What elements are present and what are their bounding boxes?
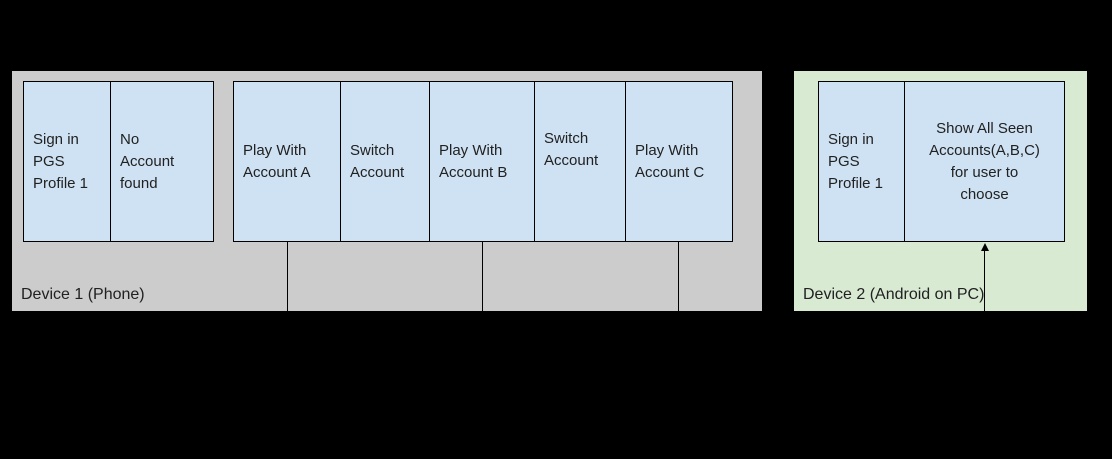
box-text: Play With Account C	[635, 141, 705, 181]
box-show-all-seen-accounts: Show All Seen Accounts(A,B,C) for user t…	[904, 81, 1065, 242]
device1-account-row: Play With Account A Switch Account Play …	[233, 81, 733, 242]
box-sign-in-pgs-profile-1: Sign in PGS Profile 1	[23, 81, 111, 242]
device1-label: Device 1 (Phone)	[21, 286, 145, 303]
box-text: Sign in PGS Profile 1	[33, 130, 89, 192]
device2-label: Device 2 (Android on PC)	[803, 286, 985, 303]
device2-flow-row: Sign in PGS Profile 1 Show All Seen Acco…	[818, 81, 1065, 242]
box-play-with-account-c: Play With Account C	[625, 81, 733, 242]
box-text: Switch Account	[350, 141, 405, 181]
box-text: Play With Account A	[243, 141, 311, 181]
box-no-account-found: No Account found	[110, 81, 214, 242]
box-text: Show All Seen Accounts(A,B,C) for user t…	[929, 119, 1040, 203]
connector-line-account-b	[482, 242, 483, 311]
box-switch-account-2: Switch Account	[534, 81, 626, 242]
box-text: Sign in PGS Profile 1	[828, 130, 884, 192]
box-text: Play With Account B	[439, 141, 508, 181]
arrow-head-icon	[981, 243, 989, 251]
box-sign-in-pgs-profile-1-device2: Sign in PGS Profile 1	[818, 81, 905, 242]
device2-panel: Sign in PGS Profile 1 Show All Seen Acco…	[794, 71, 1087, 311]
arrow-shaft	[984, 248, 985, 311]
box-text: No Account found	[120, 130, 175, 192]
device1-signin-row: Sign in PGS Profile 1 No Account found	[23, 81, 214, 242]
box-switch-account-1: Switch Account	[340, 81, 430, 242]
connector-line-account-a	[287, 242, 288, 311]
connector-line-account-c	[678, 242, 679, 311]
box-play-with-account-b: Play With Account B	[429, 81, 535, 242]
box-play-with-account-a: Play With Account A	[233, 81, 341, 242]
box-text: Switch Account	[544, 129, 599, 169]
device1-panel: Sign in PGS Profile 1 No Account found P…	[12, 71, 762, 311]
arrow-up-to-accounts-box	[981, 243, 989, 311]
